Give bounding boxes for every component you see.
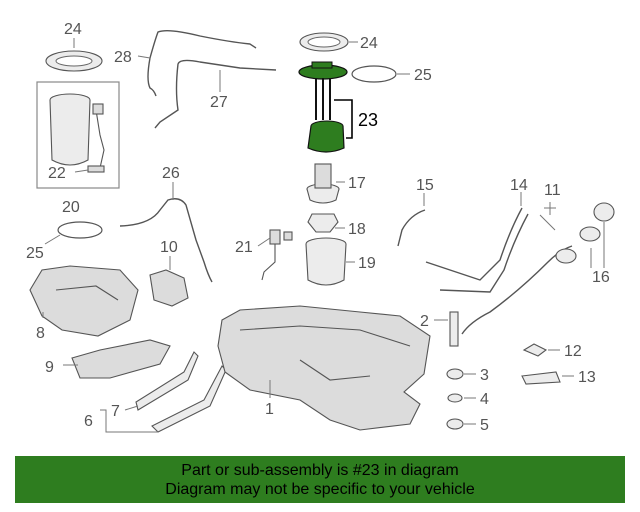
callout-27[interactable]: 27 bbox=[210, 94, 228, 111]
leader-25a bbox=[44, 234, 61, 245]
part-11-filler-pipe[interactable] bbox=[461, 245, 577, 335]
callout-13[interactable]: 13 bbox=[578, 369, 596, 386]
leader-28 bbox=[137, 55, 151, 59]
leader-22 bbox=[74, 169, 89, 173]
callout-3[interactable]: 3 bbox=[480, 367, 489, 384]
part-9-protector[interactable] bbox=[71, 339, 171, 379]
callout-19[interactable]: 19 bbox=[358, 255, 376, 272]
part-25-ring-left[interactable] bbox=[57, 221, 103, 239]
callout-25b[interactable]: 25 bbox=[414, 67, 432, 84]
callout-26[interactable]: 26 bbox=[162, 165, 180, 182]
info-banner: Part or sub-assembly is #23 in diagram D… bbox=[15, 456, 625, 503]
callout-21[interactable]: 21 bbox=[235, 239, 253, 256]
callout-9[interactable]: 9 bbox=[45, 359, 54, 376]
part-27-fuel-line[interactable] bbox=[154, 59, 277, 129]
callout-12[interactable]: 12 bbox=[564, 343, 582, 360]
part-15-hose[interactable] bbox=[397, 209, 426, 247]
part-21-sensor[interactable] bbox=[261, 229, 293, 281]
callout-16[interactable]: 16 bbox=[592, 269, 610, 286]
part-24-gasket-left[interactable] bbox=[45, 50, 103, 72]
part-1-fuel-tank[interactable] bbox=[217, 305, 431, 431]
part-25-ring-right[interactable] bbox=[351, 65, 397, 83]
part-23-fuel-pump-assembly[interactable] bbox=[298, 61, 348, 153]
callout-8[interactable]: 8 bbox=[36, 325, 45, 342]
part-22-sender[interactable] bbox=[87, 103, 105, 173]
callout-4[interactable]: 4 bbox=[480, 391, 489, 408]
part-20-filter-body[interactable] bbox=[49, 93, 91, 166]
callout-6[interactable]: 6 bbox=[84, 413, 93, 430]
part-19-reservoir[interactable] bbox=[305, 237, 347, 286]
callout-14[interactable]: 14 bbox=[510, 177, 528, 194]
part-7-strap[interactable] bbox=[135, 351, 199, 411]
callout-20[interactable]: 20 bbox=[62, 199, 80, 216]
callout-11[interactable]: 11 bbox=[544, 182, 561, 199]
callout-15[interactable]: 15 bbox=[416, 177, 434, 194]
fuel-system-exploded-diagram: 24 22 20 25 28 27 26 10 bbox=[26, 21, 615, 434]
part-8-heat-shield[interactable] bbox=[29, 265, 139, 337]
part-18-retainer[interactable] bbox=[307, 213, 339, 233]
callout-1[interactable]: 1 bbox=[265, 401, 274, 418]
callout-17[interactable]: 17 bbox=[348, 175, 366, 192]
part-16-fuel-cap[interactable] bbox=[579, 202, 615, 242]
part-3-grommet[interactable] bbox=[446, 368, 464, 380]
part-6-strap[interactable] bbox=[151, 365, 227, 433]
leader-21 bbox=[257, 237, 271, 247]
assembly-box-20 bbox=[36, 81, 120, 189]
part-4-grommet[interactable] bbox=[447, 393, 463, 403]
part-13-bracket[interactable] bbox=[521, 371, 561, 385]
part-17-pump-body[interactable] bbox=[306, 163, 340, 204]
callout-28[interactable]: 28 bbox=[114, 49, 132, 66]
callout-18[interactable]: 18 bbox=[348, 221, 366, 238]
callout-25a[interactable]: 25 bbox=[26, 245, 44, 262]
part-10-bracket[interactable] bbox=[149, 269, 189, 307]
leader-16 bbox=[590, 222, 605, 268]
part-5-grommet[interactable] bbox=[446, 418, 464, 430]
banner-line-2: Diagram may not be specific to your vehi… bbox=[165, 480, 475, 498]
callout-2[interactable]: 2 bbox=[420, 313, 429, 330]
callout-23[interactable]: 23 bbox=[358, 110, 378, 130]
leader-6 bbox=[100, 409, 158, 433]
part-14-line[interactable] bbox=[425, 207, 529, 293]
banner-line-1: Part or sub-assembly is #23 in diagram bbox=[181, 461, 459, 479]
part-26-hose[interactable] bbox=[119, 198, 213, 283]
leader-11 bbox=[539, 202, 556, 231]
part-12-clip[interactable] bbox=[522, 343, 548, 357]
leader-23 bbox=[334, 99, 353, 139]
leader-7 bbox=[124, 405, 139, 411]
callout-5[interactable]: 5 bbox=[480, 417, 489, 434]
part-2-valve[interactable] bbox=[449, 311, 459, 347]
callout-24b[interactable]: 24 bbox=[360, 35, 378, 52]
callout-22[interactable]: 22 bbox=[48, 165, 66, 182]
callout-24a[interactable]: 24 bbox=[64, 21, 82, 38]
part-28-fuel-line[interactable] bbox=[147, 29, 257, 97]
callout-10[interactable]: 10 bbox=[160, 239, 178, 256]
callout-7[interactable]: 7 bbox=[111, 403, 120, 420]
part-24-gasket-right[interactable] bbox=[299, 32, 349, 52]
